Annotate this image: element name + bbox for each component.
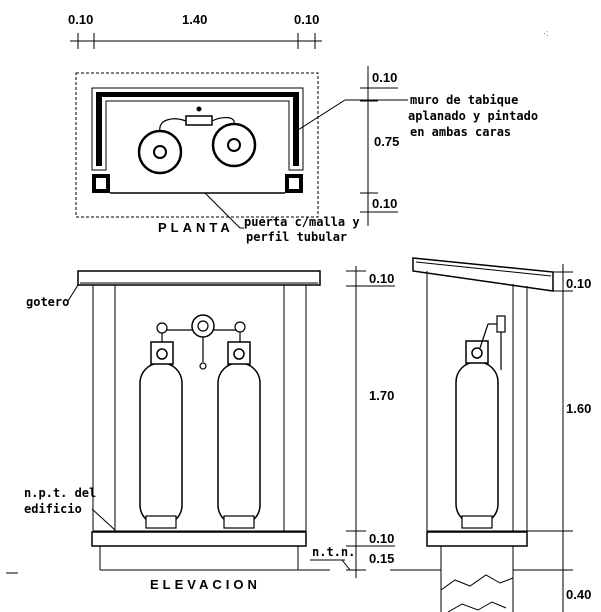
plan-door-note-line2: perfil tubular: [246, 230, 347, 244]
plan-dim-left: 0.10: [68, 12, 93, 27]
plan-cylinders: [137, 106, 257, 175]
plan-side-dimension: [360, 66, 398, 226]
elevation-eave-label: gotero: [26, 295, 69, 309]
elevation-base: [91, 531, 307, 547]
elevation-dim-roof: 0.10: [369, 271, 394, 286]
section-dimension: [527, 264, 573, 612]
plan-wall-note-line1: muro de tabique: [410, 93, 518, 107]
plan-post-left-inner: [96, 178, 106, 189]
elevation-dim-slab: 0.10: [369, 531, 394, 546]
plan-dim-middle: 1.40: [182, 12, 207, 27]
plan-wall-note-line2: aplanado y pintado: [408, 109, 538, 123]
front-elevation: gotero n.p.t. del edificio n.t.n. 0.10 1…: [6, 266, 395, 592]
side-section: 0.10 1.60 0.40: [390, 257, 591, 612]
section-foundation: [440, 546, 514, 612]
plan-wall-leader: [297, 99, 408, 131]
section-base: [426, 531, 528, 547]
section-cylinder: [455, 340, 499, 529]
elevation-regulator: [156, 314, 246, 370]
elevation-eave-leader: [67, 284, 79, 302]
elevation-ground-label: n.t.n.: [312, 545, 355, 559]
section-dim-foundation: 0.40: [566, 587, 591, 602]
plan-wall: [91, 87, 304, 171]
section-regulator: [479, 315, 506, 370]
section-dim-height: 1.60: [566, 401, 591, 416]
plan-dashed-outline: [75, 72, 319, 218]
plan-view: 0.10 1.40 0.10: [68, 12, 538, 244]
corner-mark: ·:: [543, 28, 549, 38]
plan-wall-inner: [96, 92, 299, 166]
plan-door-leader: [204, 192, 244, 229]
plan-door-note-line1: puerta c/malla y: [244, 215, 360, 229]
elevation-dim-base: 0.15: [369, 551, 394, 566]
elevation-floor-label-line2: edificio: [24, 502, 82, 516]
section-wall: [426, 271, 528, 532]
plan-side-dim-bottom: 0.10: [372, 196, 397, 211]
elevation-cylinders: [139, 341, 261, 529]
elevation-title: ELEVACION: [150, 577, 261, 592]
plan-title: PLANTA: [158, 220, 234, 235]
plan-wall-note-line3: en ambas caras: [410, 125, 511, 139]
plan-dim-right: 0.10: [294, 12, 319, 27]
elevation-dimension: [346, 266, 395, 578]
plan-side-dim-middle: 0.75: [374, 134, 399, 149]
plan-post-right-inner: [289, 178, 299, 189]
plan-top-dimension: [70, 33, 322, 49]
plan-side-dim-top: 0.10: [372, 70, 397, 85]
elevation-dim-height: 1.70: [369, 388, 394, 403]
elevation-roof: [77, 270, 321, 286]
elevation-walls: [92, 285, 307, 532]
elevation-floor-leader: [91, 508, 116, 531]
section-dim-roof: 0.10: [566, 276, 591, 291]
elevation-floor-label-line1: n.p.t. del: [24, 486, 96, 500]
